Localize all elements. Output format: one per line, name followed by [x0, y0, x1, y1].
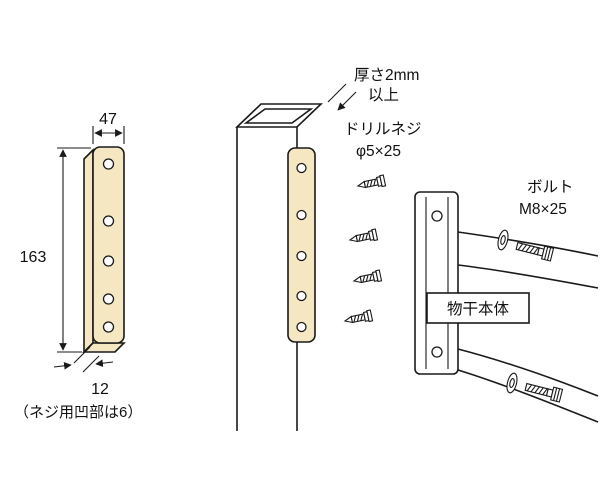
bracket-hole	[431, 210, 443, 222]
arm-line	[457, 264, 599, 289]
plate-hole	[296, 290, 307, 302]
leader-line	[337, 91, 357, 111]
bolt-icon	[523, 380, 564, 403]
drill-screw-icon	[352, 269, 383, 287]
thickness-label-line1: 厚さ2mm	[354, 66, 419, 84]
arm-line	[457, 348, 599, 397]
plate-hole	[102, 255, 115, 267]
bracket-hole	[431, 346, 443, 358]
plate-side-face	[83, 148, 94, 354]
extension-line	[73, 346, 91, 364]
bolt-label-line1: ボルト	[527, 178, 574, 196]
plate-hole	[296, 162, 307, 174]
screw-label-line1: ドリルネジ	[344, 120, 422, 138]
bracket-base	[414, 191, 459, 375]
arm-line	[457, 369, 599, 423]
leader-line	[327, 83, 347, 103]
dim-height-label: 163	[20, 249, 47, 266]
bolt-icon	[514, 239, 555, 262]
plate-hole	[102, 293, 115, 305]
screw-label-line2: φ5×25	[356, 143, 401, 160]
plate-dimension-view: 47 163 12 （ネジ用凹部は6）	[14, 111, 142, 421]
drill-screw-icon	[343, 309, 374, 327]
depth-note-label: （ネジ用凹部は6）	[14, 404, 142, 421]
plate-hole	[296, 209, 307, 221]
assembly-view: 厚さ2mm 以上 ドリルネジ φ5×25 物干本体	[235, 66, 599, 431]
dim-arrow	[53, 361, 72, 370]
extension-line	[82, 355, 100, 373]
plate-hole	[296, 250, 307, 262]
bolt-label-line2: M8×25	[519, 201, 567, 218]
mounting-plate	[287, 147, 316, 343]
drill-screw-icon	[356, 174, 387, 192]
plate-hole	[102, 215, 115, 227]
dim-depth-label: 12	[91, 381, 109, 398]
dim-width-label: 47	[99, 111, 117, 128]
dim-arrow	[95, 359, 114, 368]
plate-hole	[296, 321, 307, 333]
arm-line	[457, 231, 599, 257]
thickness-label-line2: 以上	[368, 86, 399, 104]
plate-front-face	[92, 146, 125, 344]
drill-screw-icon	[348, 228, 379, 246]
plate-hole	[102, 158, 115, 170]
washer-icon	[495, 228, 511, 252]
body-label: 物干本体	[447, 300, 510, 318]
post-inner-opening	[243, 108, 314, 124]
plate-hole	[102, 321, 115, 333]
body-label-box	[426, 292, 530, 324]
